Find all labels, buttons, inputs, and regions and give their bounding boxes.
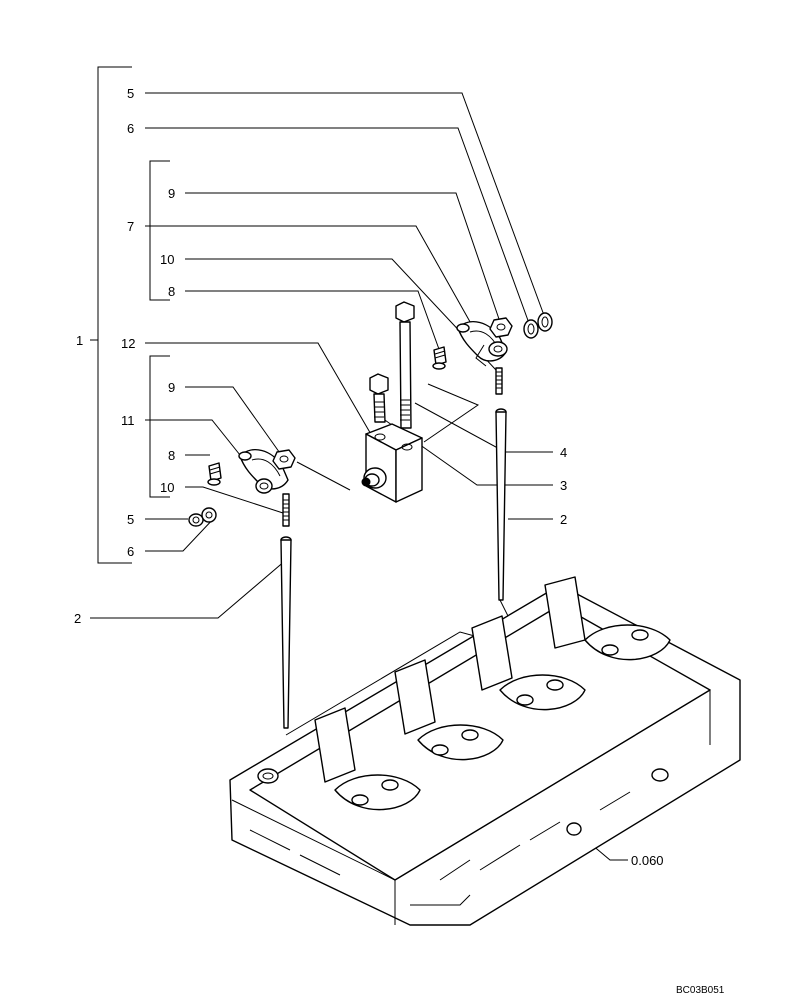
callout-2-left: 2 xyxy=(74,611,81,626)
push-rod-left xyxy=(280,536,292,729)
callout-4: 4 xyxy=(560,445,567,460)
callout-12: 12 xyxy=(121,336,135,351)
adjusting-nut-right xyxy=(489,317,513,338)
washer-right-a xyxy=(523,319,539,339)
callout-labels: 5 6 9 7 10 8 1 12 9 11 8 10 5 6 2 4 3 2 … xyxy=(74,86,725,996)
adjusting-nut-left xyxy=(272,449,296,470)
callout-3: 3 xyxy=(560,478,567,493)
bracket-11 xyxy=(149,355,170,498)
callout-2-right: 2 xyxy=(560,512,567,527)
callout-1: 1 xyxy=(76,333,83,348)
adjust-screw-left xyxy=(282,493,290,527)
callout-5-top: 5 xyxy=(127,86,134,101)
washer-left-a xyxy=(188,513,204,527)
washer-left-b xyxy=(201,507,217,523)
callout-10-bottom: 10 xyxy=(160,480,174,495)
long-bolt xyxy=(395,301,415,429)
cylinder-head xyxy=(229,576,741,926)
short-bolt xyxy=(369,373,389,423)
callout-6-top: 6 xyxy=(127,121,134,136)
callout-11: 11 xyxy=(121,413,135,428)
leader-lines xyxy=(90,92,628,861)
screw-left xyxy=(207,462,222,486)
callout-ref-head: 0.060 xyxy=(631,853,664,868)
callout-5-bottom: 5 xyxy=(127,512,134,527)
adjust-screw-right xyxy=(495,367,503,395)
callout-10-top: 10 xyxy=(160,252,174,267)
callout-6-bottom: 6 xyxy=(127,544,134,559)
rocker-support xyxy=(361,423,423,503)
callout-8-bottom: 8 xyxy=(168,448,175,463)
screw-right xyxy=(432,346,447,370)
callout-9-bottom: 9 xyxy=(168,380,175,395)
washer-right-b xyxy=(537,312,553,332)
drawing-code: BC03B051 xyxy=(676,985,725,996)
callout-7: 7 xyxy=(127,219,134,234)
bracket-1 xyxy=(90,66,132,564)
bracket-7 xyxy=(149,160,170,301)
push-rod-right xyxy=(495,408,507,601)
callout-8-top: 8 xyxy=(168,284,175,299)
callout-9-top: 9 xyxy=(168,186,175,201)
